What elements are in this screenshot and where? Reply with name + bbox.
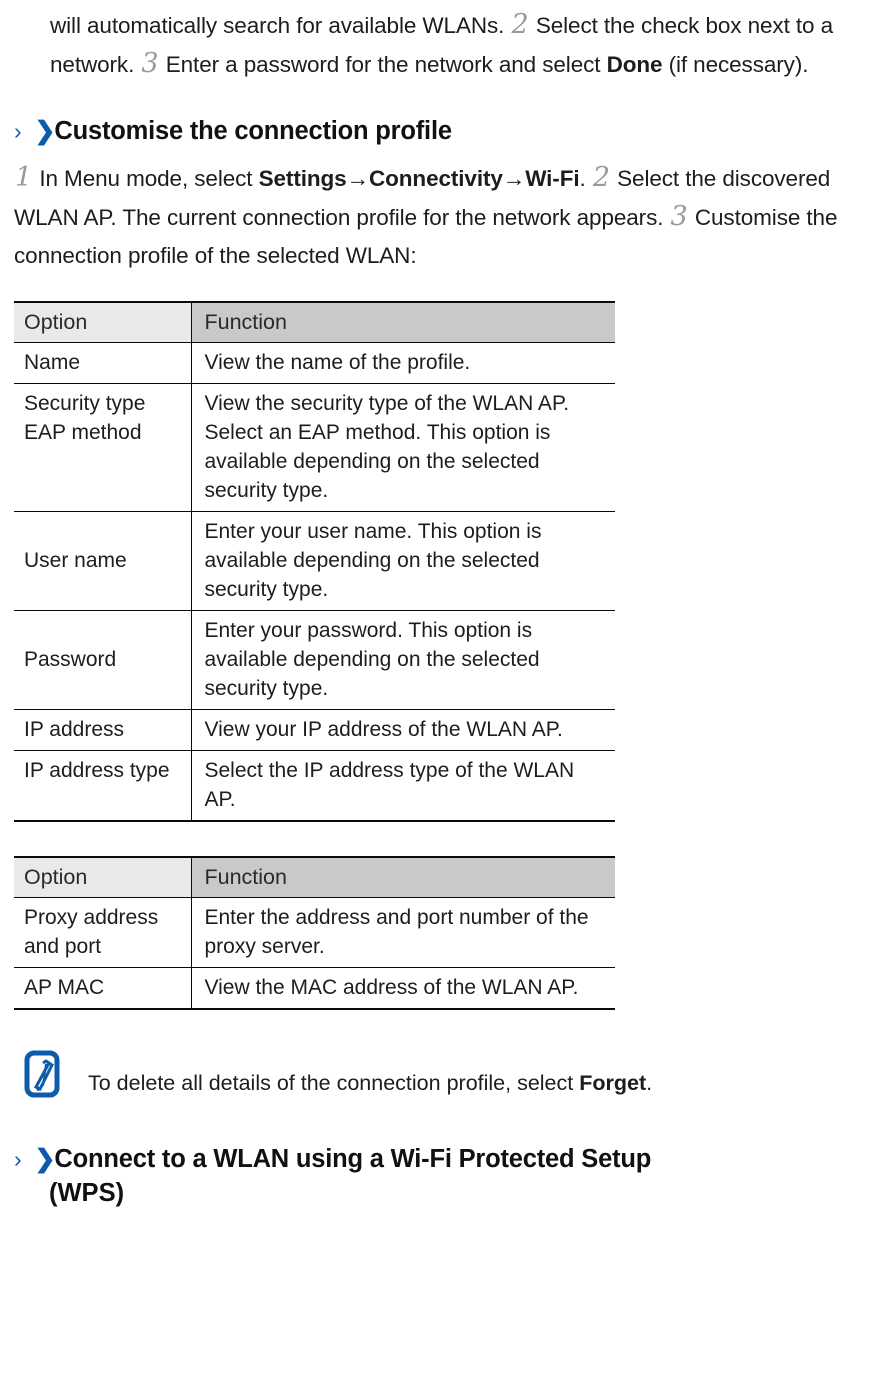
table-row: Password Enter your password. This optio… bbox=[14, 610, 615, 710]
option-cell: Proxy address and port bbox=[14, 897, 192, 968]
table-row: User name Enter your user name. This opt… bbox=[14, 511, 615, 611]
section-heading-customise-connection-profile: › ❯Customise the connection profile bbox=[14, 114, 873, 148]
note-text-lead: To delete all details of the connection … bbox=[88, 1071, 580, 1095]
forget-label: Forget bbox=[579, 1071, 647, 1095]
menu-path-settings: Settings bbox=[258, 166, 347, 191]
intro-text-4: (if necessary). bbox=[662, 52, 809, 77]
note-pen-icon bbox=[24, 1050, 62, 1098]
heading-2-text-line2: (WPS) bbox=[49, 1179, 125, 1207]
table-row: Name View the name of the profile. bbox=[14, 342, 615, 384]
note-text: To delete all details of the connection … bbox=[88, 1046, 873, 1098]
function-cell: Enter the address and port number of the… bbox=[191, 897, 615, 968]
option-cell: Password bbox=[14, 610, 192, 710]
option-cell: AP MAC bbox=[14, 967, 192, 1010]
intro-text-3: Enter a password for the network and sel… bbox=[159, 52, 607, 77]
option-cell: IP address type bbox=[14, 750, 192, 822]
chevron-thin-icon: › bbox=[14, 118, 22, 144]
option-cell: Name bbox=[14, 342, 192, 384]
connection-profile-options-table: Option Function Name View the name of th… bbox=[14, 301, 615, 822]
step-number-3: 3 bbox=[141, 48, 159, 79]
done-label: Done bbox=[606, 52, 663, 77]
after-menu-path: . bbox=[579, 166, 592, 191]
step-number-1: 1 bbox=[15, 162, 33, 193]
column-header-option: Option bbox=[14, 301, 191, 343]
steps-paragraph: 1 In Menu mode, select Settings→Connecti… bbox=[14, 157, 873, 275]
note-text-tail: . bbox=[646, 1071, 653, 1095]
chevron-bold-icon: ❯ bbox=[34, 117, 55, 145]
function-cell: Select the IP address type of the WLAN A… bbox=[191, 750, 615, 822]
section-heading-connect-wps: › ❯Connect to a WLAN using a Wi-Fi Protec… bbox=[14, 1142, 873, 1176]
chevron-thin-icon: › bbox=[14, 1146, 22, 1172]
function-cell: View the security type of the WLAN AP. S… bbox=[191, 383, 615, 512]
step-3-text: Customise the connection profile of the … bbox=[14, 205, 838, 268]
column-header-function: Function bbox=[190, 856, 615, 898]
step-number-3b: 3 bbox=[670, 201, 688, 232]
step-number-2b: 2 bbox=[592, 162, 610, 193]
table-header-row: Option Function bbox=[14, 301, 615, 343]
option-cell: IP address bbox=[14, 709, 192, 751]
note-block: To delete all details of the connection … bbox=[14, 1046, 873, 1102]
function-cell: View the MAC address of the WLAN AP. bbox=[191, 967, 615, 1010]
step-1-lead: In Menu mode, select bbox=[33, 166, 259, 191]
function-cell: Enter your password. This option is avai… bbox=[191, 610, 615, 710]
menu-path-connectivity: Connectivity bbox=[368, 166, 503, 191]
menu-path-wifi: Wi-Fi bbox=[525, 166, 580, 191]
heading-2-text-line1: Connect to a WLAN using a Wi-Fi Protecte… bbox=[54, 1145, 652, 1173]
table-row: IP address type Select the IP address ty… bbox=[14, 750, 615, 822]
intro-text-2: Select the check box next to a network. bbox=[50, 13, 834, 77]
menu-arrow-icon-1: → bbox=[346, 166, 370, 191]
menu-arrow-icon-2: → bbox=[502, 166, 526, 191]
intro-paragraph: will automatically search for available … bbox=[50, 0, 873, 84]
proxy-options-table: Option Function Proxy address and port E… bbox=[14, 856, 615, 1010]
table-row: IP address View your IP address of the W… bbox=[14, 709, 615, 751]
function-cell: View your IP address of the WLAN AP. bbox=[191, 709, 615, 751]
heading-1-text: Customise the connection profile bbox=[54, 117, 452, 145]
option-cell: User name bbox=[14, 511, 192, 611]
column-header-option: Option bbox=[14, 856, 191, 898]
function-cell: Enter your user name. This option is ava… bbox=[191, 511, 615, 611]
table-header-row: Option Function bbox=[14, 856, 615, 898]
chevron-bold-icon: ❯ bbox=[34, 1145, 55, 1173]
table-row: Security type EAP method View the securi… bbox=[14, 383, 615, 512]
intro-text-1: will automatically search for available … bbox=[50, 13, 511, 38]
option-cell: Security type EAP method bbox=[14, 383, 192, 512]
column-header-function: Function bbox=[190, 301, 615, 343]
table-row: Proxy address and port Enter the address… bbox=[14, 897, 615, 968]
table-row: AP MAC View the MAC address of the WLAN … bbox=[14, 967, 615, 1010]
function-cell: View the name of the profile. bbox=[191, 342, 615, 384]
step-2-text: Select the discovered WLAN AP. The curre… bbox=[14, 166, 831, 230]
step-number-2: 2 bbox=[511, 9, 529, 40]
